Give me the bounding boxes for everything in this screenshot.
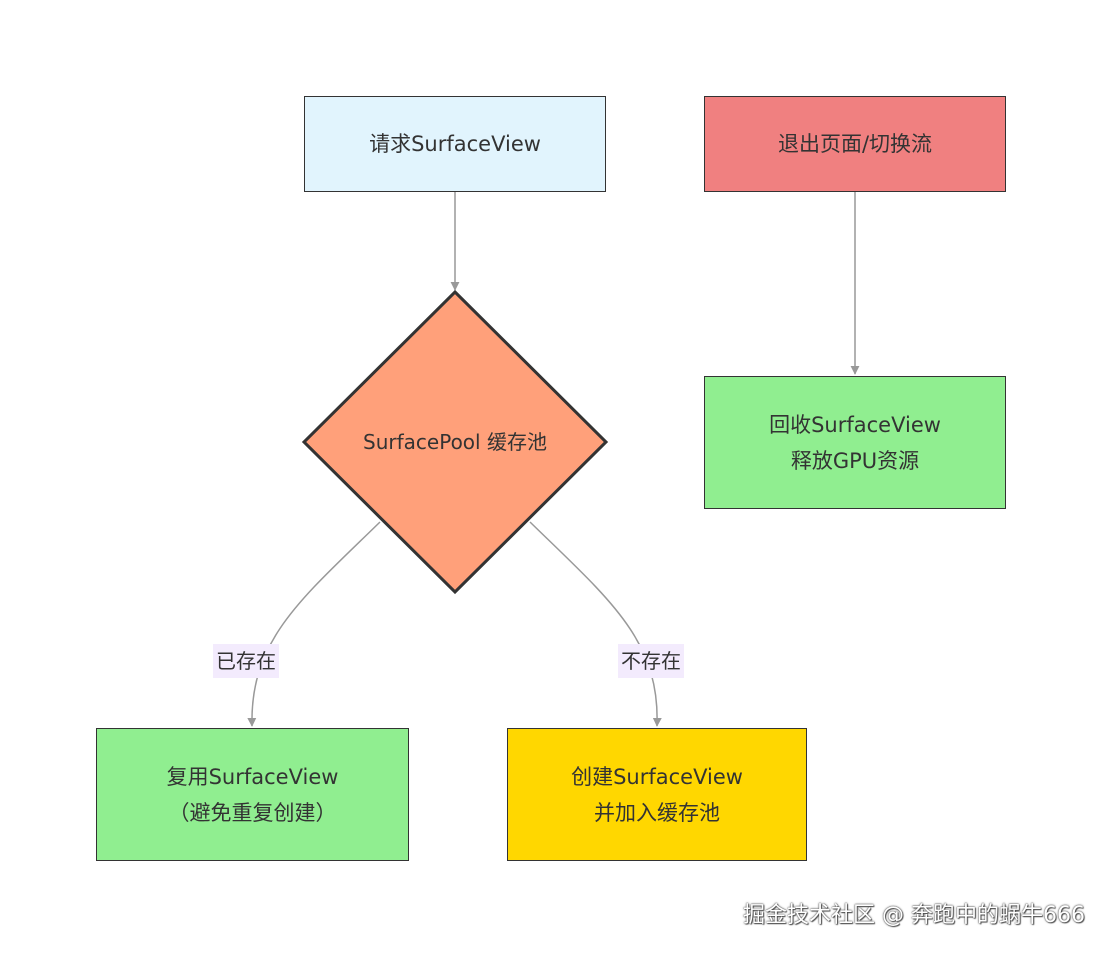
decision-diamond — [301, 289, 609, 595]
surfacepool-decision-label: SurfacePool 缓存池 — [363, 430, 547, 454]
node-text: 退出页面/切换流 — [777, 132, 933, 156]
request-surfaceview-node: 请求SurfaceView — [304, 96, 606, 192]
node-text-line1: 回收SurfaceView — [769, 412, 941, 437]
node-text-line2: 并加入缓存池 — [594, 800, 720, 825]
edge-label-not-exists: 不存在 — [618, 644, 684, 678]
node-text-line1: 复用SurfaceView — [166, 764, 339, 789]
node-text-line2: 释放GPU资源 — [790, 448, 920, 473]
recycle-surfaceview-node: 回收SurfaceView 释放GPU资源 — [704, 376, 1006, 509]
exit-page-node: 退出页面/切换流 — [704, 96, 1006, 192]
node-text: 请求SurfaceView — [369, 132, 541, 156]
node-text-line2: （避免重复创建） — [168, 800, 337, 825]
edge-pool-to-reuse — [247, 521, 381, 727]
edge-label-exists: 已存在 — [213, 644, 279, 678]
node-text-line1: 创建SurfaceView — [571, 764, 743, 789]
edge-pool-to-create — [529, 521, 662, 727]
watermark: 掘金技术社区 @ 奔跑中的蜗牛666 — [743, 903, 1085, 928]
create-surfaceview-node: 创建SurfaceView 并加入缓存池 — [507, 728, 807, 861]
reuse-surfaceview-node: 复用SurfaceView （避免重复创建） — [96, 728, 409, 861]
